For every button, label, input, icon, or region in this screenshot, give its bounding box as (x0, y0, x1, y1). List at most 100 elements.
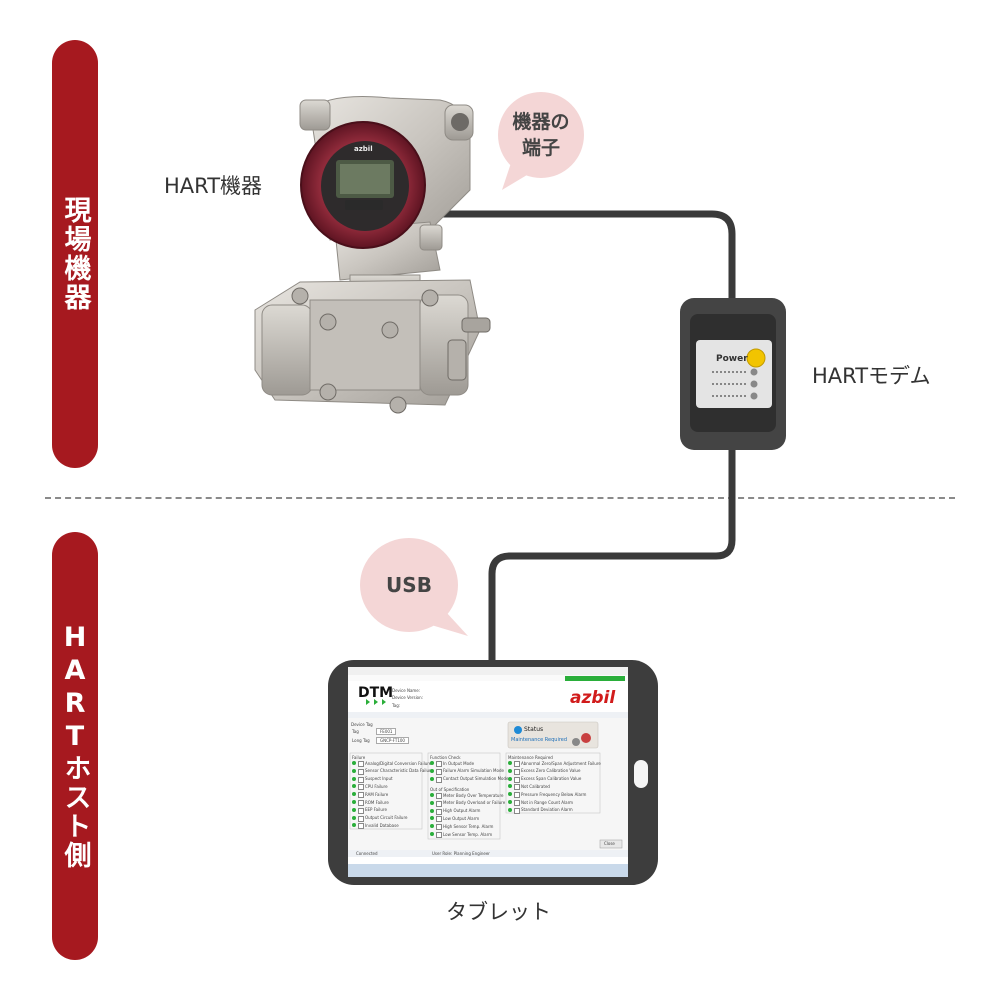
status-item-label: Abnormal Zero/Span Adjustment Failure (521, 760, 601, 766)
device-version-label: Device Version: (392, 695, 424, 700)
tag-header-label: Tag: (392, 703, 401, 708)
refresh-icon (508, 792, 512, 797)
refresh-icon (430, 808, 434, 813)
refresh-icon (508, 776, 512, 781)
status-checkbox[interactable] (358, 761, 364, 767)
status-checkbox[interactable] (358, 784, 364, 791)
usb-bubble-text: USB (386, 573, 432, 597)
status-checkbox[interactable] (514, 784, 520, 791)
refresh-icon (430, 768, 434, 773)
refresh-icon (508, 807, 512, 812)
refresh-icon (430, 800, 434, 805)
status-item-label: Invalid Database (365, 822, 399, 828)
connected-status: Connected (356, 851, 378, 856)
hart-device-image (254, 96, 491, 414)
refresh-icon (352, 815, 356, 820)
modem-tablet-cable (488, 448, 736, 665)
status-item-label: Sensor Characteristic Data Failure (365, 768, 434, 774)
status-item-label: Low Sensor Temp. Alarm (443, 831, 493, 837)
status-item-label: High Sensor Temp. Alarm (443, 823, 494, 829)
hart-device-label: HART機器 (164, 174, 263, 198)
refresh-icon (352, 792, 356, 797)
terminal-bubble-text: 機器の 端子 (512, 111, 570, 159)
status-item-label: Output Circuit Failure (365, 815, 408, 821)
status-checkbox[interactable] (358, 768, 364, 775)
status-checkbox[interactable] (436, 824, 442, 831)
tag-field-label: Tag (352, 729, 359, 734)
status-checkbox[interactable] (358, 807, 364, 814)
refresh-icon (352, 800, 356, 804)
status-item-label: Low Output Alarm (443, 815, 480, 821)
status-checkbox[interactable] (436, 793, 442, 799)
tag-input[interactable]: FE001 (376, 728, 397, 735)
refresh-icon (508, 761, 512, 765)
device-modem-cable (425, 210, 736, 300)
status-item-label: Suspect Input (365, 776, 393, 782)
status-checkbox[interactable] (436, 800, 442, 807)
refresh-icon (430, 776, 434, 781)
status-checkbox[interactable] (358, 800, 364, 806)
failure-heading: Failure (352, 755, 366, 760)
status-checkbox[interactable] (514, 800, 520, 806)
status-checkbox[interactable] (358, 776, 364, 783)
section-divider (45, 497, 955, 499)
status-item-label: Pressure Frequency Below Alarm (521, 791, 587, 797)
refresh-icon (352, 776, 356, 781)
refresh-icon (430, 761, 434, 765)
status-checkbox[interactable] (514, 768, 520, 775)
status-checkbox[interactable] (514, 776, 520, 783)
status-item-label: Excess Span Calibration Value (521, 776, 582, 782)
status-item-label: Contact Output Simulation Mode (443, 776, 509, 782)
function-check-heading: Function Check (430, 755, 461, 760)
status-item-label: Meter Body Overload or Failure (443, 800, 506, 806)
status-checkbox[interactable] (436, 808, 442, 815)
host-side-label: HARTホスト側 (52, 532, 98, 960)
status-checkbox[interactable] (514, 792, 520, 799)
user-role-status: User Role: Planning Engineer (432, 851, 490, 856)
refresh-icon (430, 824, 434, 829)
status-value: Maintenance Required (511, 737, 568, 743)
status-item-label: EEP Failure (365, 807, 387, 813)
spec-heading: Out of Specification (430, 787, 470, 792)
status-checkbox[interactable] (436, 832, 442, 838)
status-item-label: ROM Failure (365, 799, 389, 805)
status-checkbox[interactable] (514, 761, 520, 767)
status-checkbox[interactable] (358, 792, 364, 799)
status-checkbox[interactable] (436, 768, 442, 775)
status-checkbox[interactable] (358, 815, 364, 822)
status-checkbox[interactable] (436, 816, 442, 823)
close-button[interactable]: Close (604, 841, 615, 846)
status-checkbox[interactable] (436, 761, 442, 767)
status-item-label: Not Calibrated (521, 783, 550, 789)
azbil-logo: azbil (570, 688, 616, 708)
status-checkbox[interactable] (358, 823, 364, 830)
status-item-label: Meter Body Over Temperature (443, 792, 504, 798)
status-item-label: Not in Range Count Alarm (521, 799, 574, 805)
status-item-label: In Output Mode (443, 760, 475, 766)
tablet-label: タブレット (446, 900, 551, 924)
field-side-label: 現場機器 (52, 40, 98, 468)
usb-bubble: USB (360, 538, 458, 632)
refresh-icon (508, 784, 512, 789)
refresh-icon (430, 816, 434, 821)
status-checkbox[interactable] (514, 807, 520, 814)
refresh-icon (430, 793, 434, 797)
status-checkbox[interactable] (436, 776, 442, 783)
refresh-icon (352, 761, 356, 765)
host-side-text: HARTホスト側 (59, 622, 91, 870)
device-logo: azbil (354, 145, 373, 153)
terminal-bubble: 機器の 端子 (498, 92, 584, 178)
dtm-logo: DTM (358, 685, 394, 701)
refresh-icon (352, 807, 356, 812)
refresh-icon (352, 823, 356, 828)
status-item-label: Analog/Digital Conversion Failure (365, 760, 432, 766)
status-item-label: CPU Failure (365, 783, 388, 789)
device-tag-heading: Device Tag (351, 722, 373, 727)
long-tag-field-label: Long Tag (352, 738, 370, 743)
refresh-icon (430, 832, 434, 836)
long-tag-input[interactable]: GNCP-FT100 (376, 737, 409, 744)
status-item-label: Standard Deviation Alarm (521, 807, 573, 813)
status-item-label: RAM Failure (365, 791, 389, 797)
status-item-label: Excess Zero Calibration Value (521, 768, 581, 774)
